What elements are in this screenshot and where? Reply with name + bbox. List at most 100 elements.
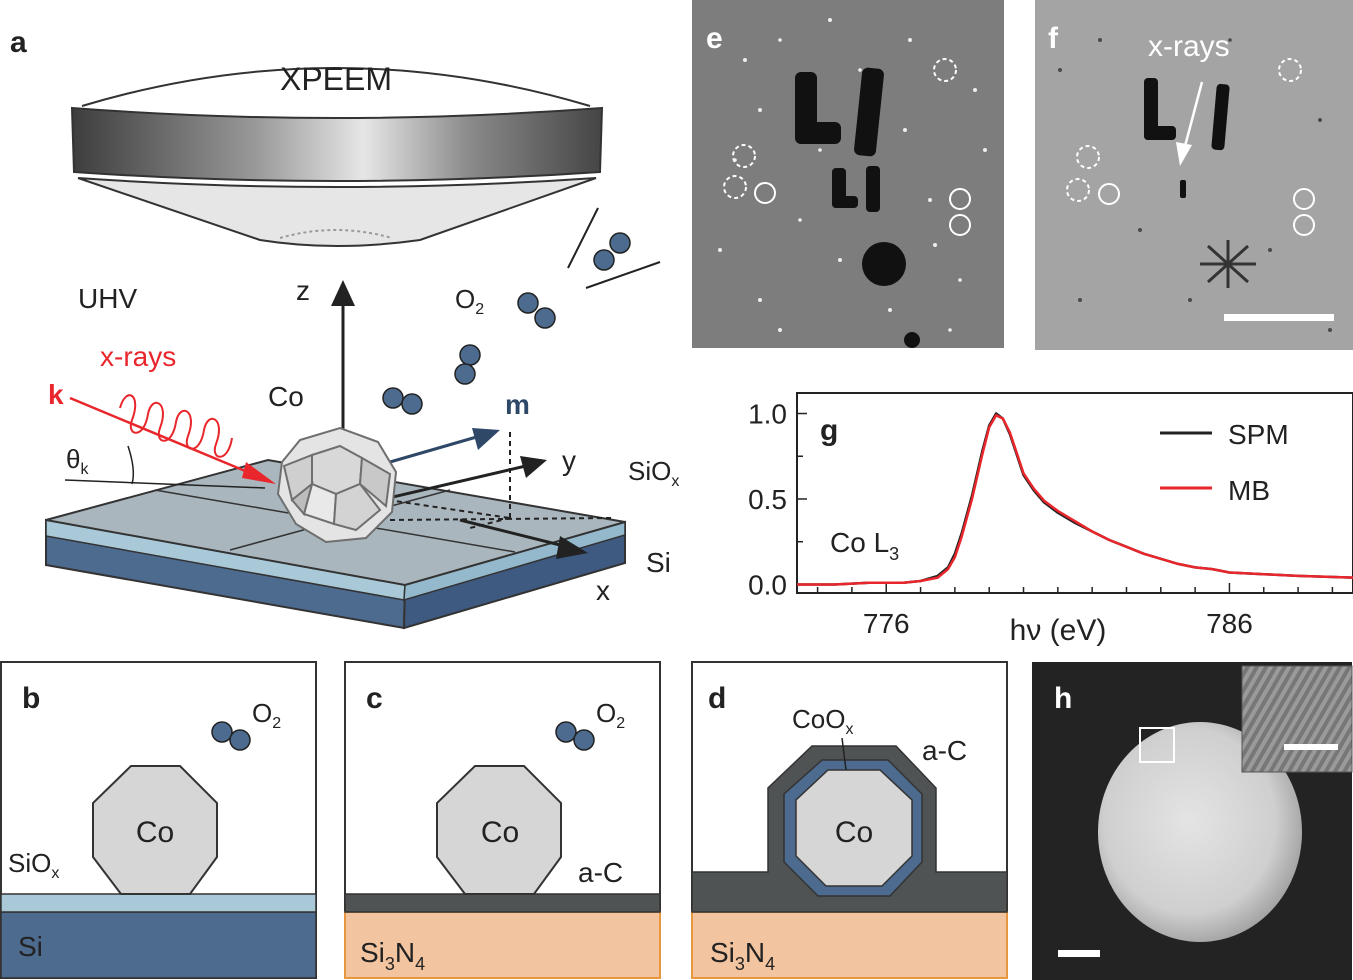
panel-e-letter: e: [706, 22, 723, 55]
theta-arc: [127, 445, 135, 485]
panel-f-markers: [1066, 58, 1315, 236]
panel-b-letter: b: [22, 682, 40, 715]
x-tick-label: 776: [863, 608, 910, 639]
panel-h-letter: h: [1054, 682, 1072, 715]
panel-c-substrate: [344, 911, 661, 979]
panel-d-substrate-label: Si3N4: [710, 937, 775, 974]
x-arrow-head: [556, 536, 588, 559]
panel-a-letter: a: [10, 26, 27, 59]
panel-d-co-core: [795, 769, 913, 887]
panel-b-oxide-layer: [0, 893, 317, 913]
z-arrow-head: [331, 280, 355, 306]
co-nanoparticle: [276, 426, 398, 544]
panel-f: x-rays f: [1035, 0, 1353, 350]
panel-f-xray-pointer-head: [1176, 142, 1192, 166]
y-tick-label: 1.0: [748, 399, 787, 430]
m-vector: [389, 434, 481, 464]
panel-h-inset: [1241, 665, 1353, 773]
panel-d-ac-label: a-C: [922, 735, 967, 766]
panel-e-image: [692, 0, 1004, 348]
panel-f-xray-pointer: [1182, 81, 1204, 151]
panel-c-co-particle: [436, 765, 562, 895]
legend-label-spm: SPM: [1228, 419, 1289, 450]
chart-annotation: Co L3: [830, 527, 899, 564]
panel-f-letter: f: [1048, 22, 1059, 55]
m-arrow-head: [472, 428, 500, 450]
panel-d-letter: d: [708, 682, 726, 715]
panel-e-dots: [718, 18, 987, 332]
panel-d: Co CoOx a-C Si3N4 d: [691, 661, 1008, 979]
chart-panel-letter: g: [820, 414, 838, 447]
panel-c-substrate-label: Si3N4: [360, 937, 425, 974]
y-axis: [379, 463, 531, 502]
panel-c-layer-label: a-C: [578, 857, 623, 888]
uhv-label: UHV: [78, 283, 137, 314]
panel-c-letter: c: [366, 682, 383, 715]
y-tick-label: 0.5: [748, 484, 787, 515]
o2-label: O2: [455, 284, 484, 318]
theta-label: θk: [66, 444, 89, 478]
panel-e-markers: [723, 58, 971, 236]
panel-f-star-pattern: [1200, 240, 1256, 288]
k-label: k: [48, 379, 64, 410]
panel-h-selection-box: [1139, 727, 1175, 763]
panel-b: Co O2 SiOx Si b: [0, 661, 317, 979]
panel-b-o2-label: O2: [252, 698, 281, 732]
panel-b-co-particle: [92, 765, 218, 895]
panel-c-o2-label: O2: [596, 698, 625, 732]
x-axis: [459, 518, 573, 550]
x-tick-label: 786: [1206, 608, 1253, 639]
theta-reference-line: [64, 479, 266, 489]
panel-f-xrays-label: x-rays: [1148, 30, 1230, 63]
panel-d-coox-label: CoOx: [792, 704, 853, 738]
y-label: y: [562, 445, 576, 476]
panel-f-dots: [1058, 38, 1332, 332]
series-line-mb: [797, 413, 1353, 586]
panel-f-image: [1035, 0, 1353, 350]
panel-e: e: [692, 0, 1004, 348]
panel-c-carbon-layer: [344, 893, 661, 913]
co-label: Co: [268, 381, 304, 412]
panel-h: h: [1032, 662, 1353, 980]
chart-x-label: hν (eV): [1010, 614, 1107, 647]
panel-b-siox-label: SiOx: [8, 848, 59, 882]
panel-b-o2-molecule: [211, 721, 251, 751]
siox-label: SiOx: [628, 456, 679, 490]
m-projection-lines: [387, 432, 613, 529]
y-arrow-head: [520, 456, 547, 478]
xpeem-objective: [70, 67, 604, 247]
xpeem-label: XPEEM: [280, 61, 392, 97]
panel-c-o2-molecule: [555, 721, 595, 751]
panel-c-co-label: Co: [481, 816, 519, 849]
legend-label-mb: MB: [1228, 475, 1270, 506]
panel-h-inset-scale-bar: [1284, 744, 1338, 750]
y-tick-label: 0.0: [748, 569, 787, 600]
panel-b-co-label: Co: [136, 816, 174, 849]
z-label: z: [296, 275, 310, 306]
gas-inlet-lines: [567, 207, 661, 289]
chart-frame: [796, 392, 1353, 594]
panel-d-coox-pointer: [841, 737, 847, 771]
panel-h-scale-bar: [1058, 950, 1100, 957]
panel-a: a XPEEM z y x: [10, 26, 679, 630]
panel-b-substrate: [0, 911, 317, 979]
panel-f-scale-bar: [1224, 314, 1334, 321]
panel-c: Co O2 a-C Si3N4 c: [344, 661, 661, 979]
panel-f-letters: [1144, 78, 1230, 198]
si-label: Si: [646, 547, 671, 578]
panel-d-co-label: Co: [835, 816, 873, 849]
xray-beam: [69, 396, 263, 480]
panel-g-chart: 776 786 0.0 0.5 1.0 g Co L3 hν (eV) SPM MB: [748, 392, 1353, 647]
panel-b-substrate-label: Si: [18, 931, 43, 962]
x-label: x: [596, 575, 610, 606]
panel-d-substrate: [691, 911, 1008, 979]
chart-legend: SPM MB: [1160, 419, 1289, 506]
xray-arrow-head: [242, 462, 276, 484]
o2-molecules: [382, 232, 631, 415]
xrays-label: x-rays: [100, 341, 176, 372]
m-label: m: [505, 389, 530, 420]
xray-wave-icon: [119, 394, 233, 458]
panel-e-letters: [795, 67, 920, 348]
panel-h-nanoparticle: [1098, 722, 1302, 942]
